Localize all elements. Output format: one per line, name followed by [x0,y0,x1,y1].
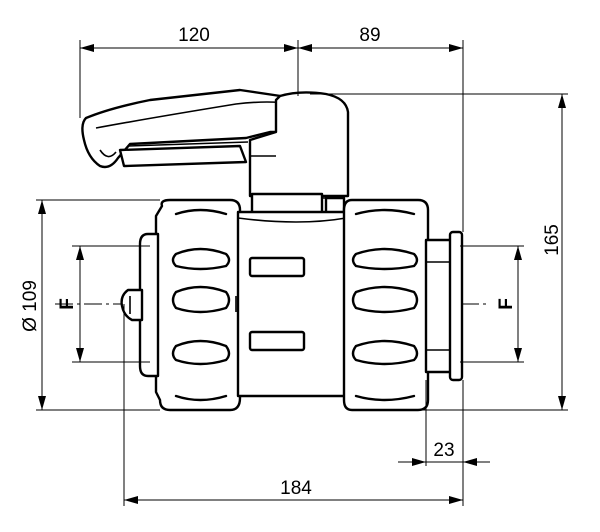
right-end-connector [424,230,464,382]
extension-lines [36,40,568,506]
dimension-label-120: 120 [178,25,210,46]
dimension-handle-length: 120 [80,25,298,52]
dimension-label-89: 89 [359,25,380,46]
dimension-bore-left: F [57,246,84,362]
valve-body [235,210,352,398]
dimension-handle-to-end: 89 [298,25,463,52]
dimension-bore-right: F [496,246,522,362]
body-window-lower [248,330,306,352]
dimension-label-f-left: F [57,298,78,310]
dimension-overall-height: 165 [542,94,566,410]
dimension-label-f-right: F [496,298,517,310]
valve-handle [81,88,350,198]
dimension-label-23: 23 [433,440,454,461]
dimension-label-diameter: Ø 109 [20,280,41,332]
dimension-label-184: 184 [280,478,312,499]
left-union-nut [120,198,242,412]
dimension-face-to-face: 184 [124,478,463,504]
dimension-body-diameter: Ø 109 [20,200,46,410]
body-window-upper [248,256,306,278]
right-union-nut [342,198,430,412]
dimension-end-connector: 23 [398,440,490,466]
dimension-label-165: 165 [542,224,563,256]
